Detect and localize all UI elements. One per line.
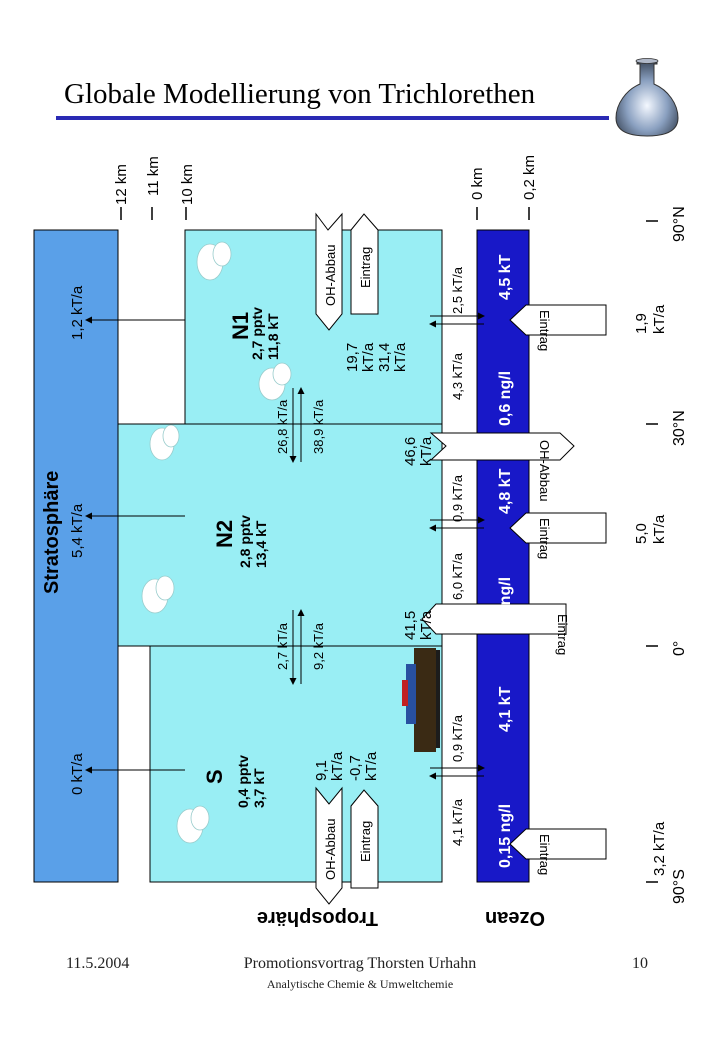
process-unit: kT/a [418, 436, 435, 466]
box-mass: 11,8 kT [265, 313, 281, 360]
process-value: 19,7 [344, 343, 361, 372]
box-name: S [202, 769, 227, 784]
exchange-value: 2,7 kT/a [275, 622, 290, 670]
oh-abbau-label: OH-Abbau [323, 245, 338, 306]
latitude-label: 90°S [671, 869, 688, 904]
cloud-icon [176, 805, 210, 844]
eintrag-label: Eintrag [358, 821, 373, 862]
oh-abbau-arrow-s [315, 786, 343, 905]
oh-abbau-label: OH-Abbau [537, 440, 552, 501]
cloud-icon [196, 241, 232, 281]
altitude-label: 0 km [469, 167, 486, 200]
ocean-conc: 0,15 ng/l [497, 804, 514, 868]
box-name: N2 [212, 520, 237, 548]
ocean-label: Ozean [485, 907, 545, 929]
altitude-label: 0,2 km [521, 155, 538, 200]
process-value: 31,4 [376, 343, 393, 372]
ocean-eintrag-label: Eintrag [537, 518, 552, 559]
ocean-band [476, 229, 530, 883]
altitude-label: 10 km [179, 164, 196, 205]
process-value: -0,7 [347, 755, 364, 781]
eintrag-label: Eintrag [555, 614, 570, 655]
latitude-label: 90°N [671, 206, 688, 242]
air-sea-value: 6,0 kT/a [450, 552, 465, 600]
ocean-input-value: 3,2 kT/a [651, 821, 668, 876]
process-unit: kT/a [418, 610, 435, 640]
air-sea-value: 2,5 kT/a [450, 266, 465, 314]
eintrag-arrow-n1 [350, 213, 379, 315]
ship-icon [402, 648, 440, 752]
stratosphere-flux: 5,4 kT/a [69, 503, 86, 558]
cloud-icon [149, 424, 180, 461]
box-mass: 3,7 kT [251, 768, 267, 808]
page-title: Globale Modellierung von Trichlorethen [64, 78, 536, 110]
air-sea-value: 0,9 kT/a [450, 474, 465, 522]
ocean-eintrag-label: Eintrag [537, 834, 552, 875]
exchange-value: 9,2 kT/a [311, 622, 326, 670]
process-value: 9,1 [313, 760, 330, 781]
troposphere-label: Troposphäre [257, 907, 378, 929]
ocean-input-unit: kT/a [651, 514, 668, 544]
ocean-mass: 4,8 kT [497, 468, 514, 514]
footer-title: Promotionsvortrag Thorsten Urhahn [243, 955, 477, 972]
footer-subtitle: Analytische Chemie & Umweltchemie [266, 977, 454, 991]
stratosphere-flux: 0 kT/a [69, 753, 86, 795]
process-value: 46,6 [402, 437, 419, 466]
eintrag-arrow-n2-sea [421, 603, 567, 635]
ocean-eintrag-arrow-s [509, 828, 607, 860]
ocean-input-unit: kT/a [651, 304, 668, 334]
ocean-eintrag-arrow-n2 [509, 512, 607, 544]
eintrag-arrow-s [350, 789, 379, 889]
ocean-input-value: 5,0 [633, 523, 650, 544]
ocean-input-value: 1,9 [633, 313, 650, 334]
process-unit: kT/a [329, 751, 346, 781]
ocean-conc: 0,5 ng/l [497, 577, 514, 632]
air-sea-value: 0,9 kT/a [450, 714, 465, 762]
ocean-mass: 4,1 kT [497, 686, 514, 732]
box-conc: 2,7 pptv [249, 307, 265, 360]
flask-icon [615, 58, 679, 137]
stratosphere-label: Stratosphäre [41, 471, 63, 594]
ocean-conc: 0,6 ng/l [497, 371, 514, 426]
air-sea-value: 4,1 kT/a [450, 798, 465, 846]
exchange-value: 38,9 kT/a [311, 399, 326, 454]
altitude-label: 11 km [145, 156, 162, 196]
air-sea-value: 4,3 kT/a [450, 352, 465, 400]
process-unit: kT/a [392, 342, 409, 372]
ocean-eintrag-label: Eintrag [537, 310, 552, 351]
exchange-value: 26,8 kT/a [275, 399, 290, 454]
cloud-icon [141, 575, 175, 614]
oh-abbau-label: OH-Abbau [323, 819, 338, 880]
oh-abbau-arrow-n1 [315, 212, 343, 331]
ocean-eintrag-arrow-n1 [509, 304, 607, 336]
eintrag-label: Eintrag [358, 247, 373, 288]
box-mass: 13,4 kT [253, 520, 269, 568]
process-unit: kT/a [363, 751, 380, 781]
process-unit: kT/a [360, 342, 377, 372]
stratosphere-band [33, 229, 119, 883]
box-name: N1 [228, 312, 253, 340]
footer-date: 11.5.2004 [66, 955, 130, 972]
box-conc: 2,8 pptv [237, 515, 253, 568]
title-underline [56, 116, 609, 120]
latitude-label: 0° [671, 641, 688, 656]
process-value: 41,5 [402, 611, 419, 640]
stratosphere-flux: 1,2 kT/a [69, 285, 86, 340]
latitude-label: 30°N [671, 410, 688, 446]
cloud-icon [258, 362, 292, 401]
page-number: 10 [632, 955, 648, 972]
altitude-label: 12 km [113, 164, 130, 205]
oh-abbau-arrow-n2 [429, 432, 575, 461]
box-conc: 0,4 pptv [235, 755, 251, 808]
box-s [149, 645, 443, 883]
ocean-mass: 4,5 kT [497, 254, 514, 300]
box-n2 [117, 423, 443, 647]
